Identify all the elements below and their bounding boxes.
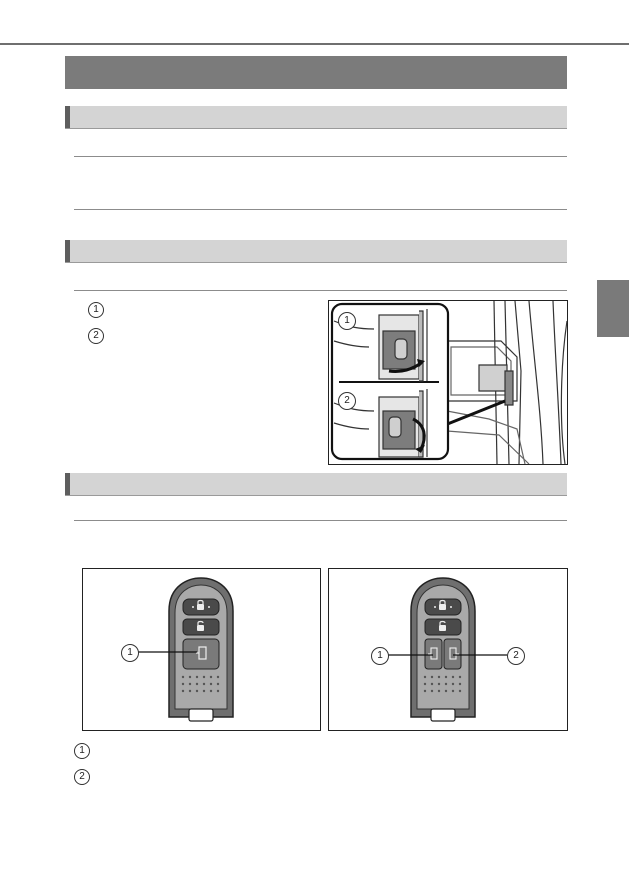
divider-4 xyxy=(74,520,567,521)
page-title-bar xyxy=(65,56,567,89)
section-header-2 xyxy=(65,240,567,262)
step-number-1: 1 xyxy=(88,302,104,318)
remote-key-drawing-left xyxy=(138,577,234,722)
list-number-2: 2 xyxy=(74,769,90,785)
door-lock-illustration: 1 2 xyxy=(328,300,568,465)
remote-callout-right-1: 1 xyxy=(371,647,389,665)
step-number-2: 2 xyxy=(88,328,104,344)
remote-key-illustration-left: 1 xyxy=(82,568,321,731)
top-rule xyxy=(0,43,629,45)
remote-key-illustration-right: 1 2 xyxy=(328,568,568,731)
lock-icon xyxy=(434,599,452,610)
section-header-1 xyxy=(65,106,567,128)
remote-callout-right-2: 2 xyxy=(507,647,525,665)
unlock-icon xyxy=(197,620,204,631)
divider-3 xyxy=(74,290,567,291)
divider-1 xyxy=(74,156,567,157)
list-number-1: 1 xyxy=(74,743,90,759)
sliding-door-icon xyxy=(428,647,459,660)
section-header-2-rule xyxy=(65,262,567,263)
figure-callout-1: 1 xyxy=(338,312,356,330)
remote-key-drawing-right xyxy=(387,577,507,722)
door-lock-drawing xyxy=(330,301,567,464)
lock-icon xyxy=(192,599,210,610)
sliding-door-icon xyxy=(196,646,207,660)
chapter-side-tab xyxy=(597,280,629,337)
section-header-3 xyxy=(65,473,567,495)
divider-2 xyxy=(74,209,567,210)
unlock-icon xyxy=(439,620,446,631)
section-header-3-rule xyxy=(65,495,567,496)
remote-callout-1: 1 xyxy=(121,644,139,662)
figure-callout-2: 2 xyxy=(338,392,356,410)
section-header-1-rule xyxy=(65,128,567,129)
